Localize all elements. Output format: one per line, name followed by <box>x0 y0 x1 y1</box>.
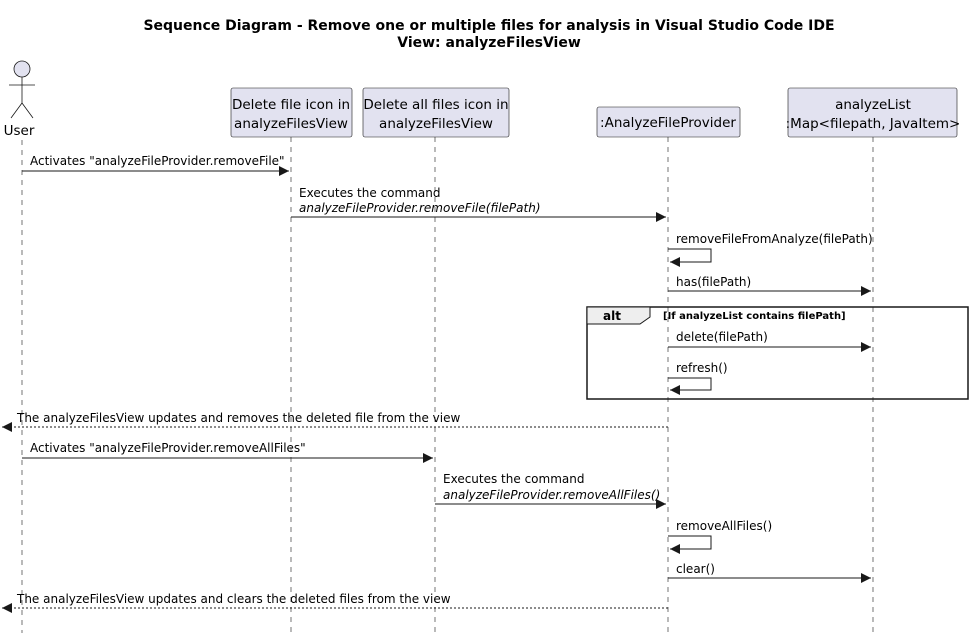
actor-user-icon <box>9 60 35 119</box>
alt-fragment-keyword: alt <box>603 309 621 323</box>
message-refresh-label: refresh() <box>676 361 728 375</box>
diagram-subtitle: View: analyzeFilesView <box>397 35 581 51</box>
participant-analyze-list <box>787 87 958 138</box>
message-remove-all-files-arrow <box>668 535 712 554</box>
participant-analyze-list-line1: analyzeList <box>835 97 911 113</box>
message-executes-remove-all-files-label-1: Executes the command <box>443 472 584 486</box>
message-executes-remove-all-files-label-2: analyzeFileProvider.removeAllFiles() <box>443 488 660 502</box>
message-remove-file-from-analyze-label: removeFileFromAnalyze(filePath) <box>676 232 873 246</box>
message-has-file-path-label: has(filePath) <box>676 275 751 289</box>
participant-delete-all-files-icon-line2: analyzeFilesView <box>379 116 493 132</box>
alt-fragment-guard: [If analyzeList contains filePath] <box>663 311 846 322</box>
actor-user-label: User <box>4 123 35 139</box>
participant-analyze-file-provider <box>596 106 741 138</box>
participant-delete-all-files-icon <box>362 87 510 138</box>
message-clear-label: clear() <box>676 562 715 576</box>
message-delete-file-path-label: delete(filePath) <box>676 330 768 344</box>
participant-delete-file-icon-line1: Delete file icon in <box>232 97 350 113</box>
message-executes-remove-file-label-2: analyzeFileProvider.removeFile(filePath) <box>299 201 541 215</box>
participant-analyze-list-line2: :Map<filepath, JavaItem> <box>786 116 961 132</box>
message-activates-remove-file-label: Activates "analyzeFileProvider.removeFil… <box>30 154 285 168</box>
alt-fragment <box>586 306 969 400</box>
message-view-removes-file-label: The analyzeFilesView updates and removes… <box>16 411 460 425</box>
message-remove-file-from-analyze-arrow <box>668 248 712 267</box>
participant-delete-all-files-icon-line1: Delete all files icon in <box>363 97 508 113</box>
participant-analyze-file-provider-label: :AnalyzeFileProvider <box>600 115 736 131</box>
alt-fragment-tab <box>586 306 651 325</box>
message-executes-remove-file-label-1: Executes the command <box>299 186 440 200</box>
message-refresh-arrow <box>668 377 712 395</box>
participant-delete-file-icon-line2: analyzeFilesView <box>234 116 348 132</box>
message-remove-all-files-label: removeAllFiles() <box>676 519 772 533</box>
message-view-clears-files-label: The analyzeFilesView updates and clears … <box>16 592 451 606</box>
message-activates-remove-all-files-label: Activates "analyzeFileProvider.removeAll… <box>30 441 306 455</box>
participant-delete-file-icon <box>230 87 353 138</box>
diagram-title: Sequence Diagram - Remove one or multipl… <box>143 18 834 34</box>
